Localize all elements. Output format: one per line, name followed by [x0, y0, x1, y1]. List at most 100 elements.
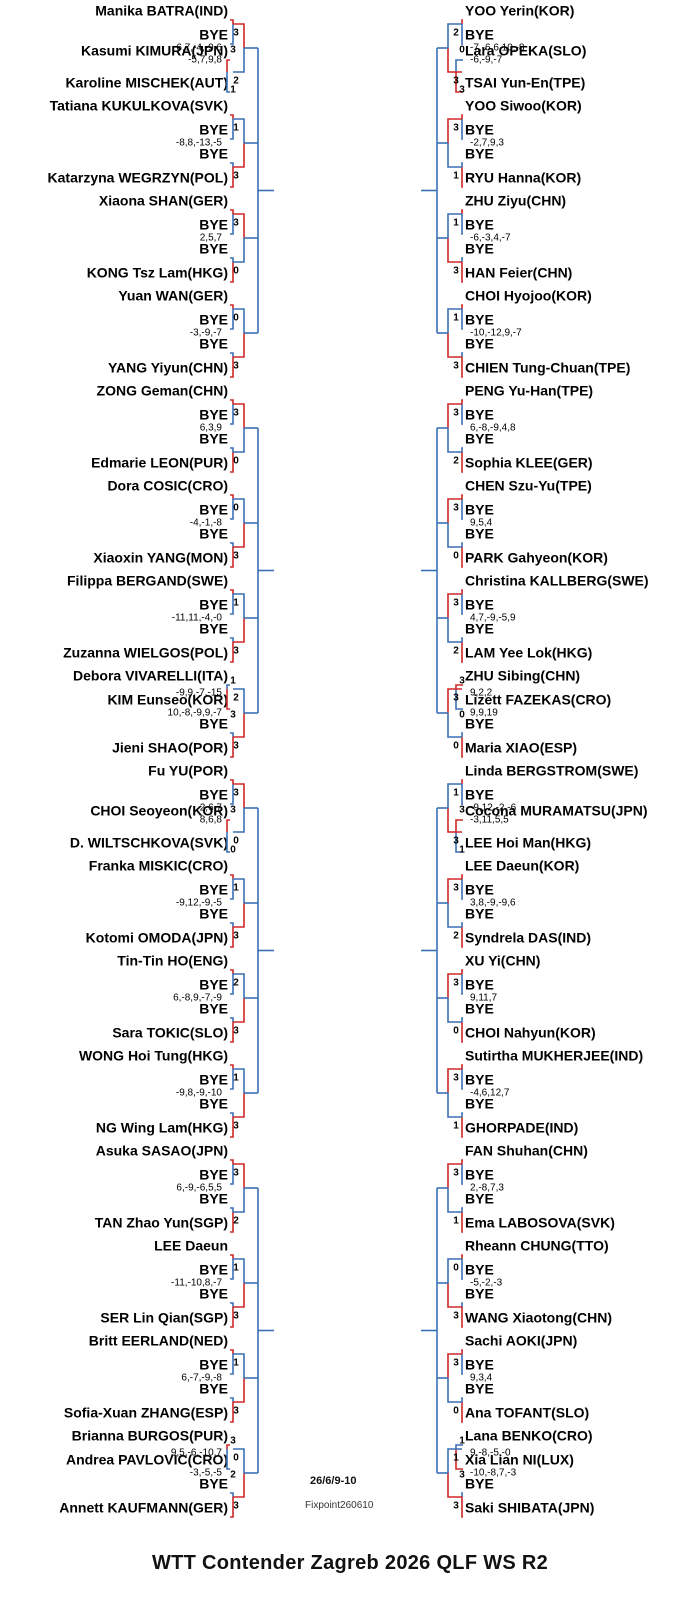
- bracket-line: [461, 257, 463, 262]
- player-name: KONG Tsz Lam(HKG): [87, 265, 228, 281]
- bracket-line: [230, 452, 234, 473]
- game-scores: -9,9,-7,-15: [176, 688, 223, 699]
- bracket-line: [461, 1307, 463, 1328]
- match-result: 3: [233, 931, 239, 942]
- bracket-line: [230, 1164, 234, 1185]
- bracket-line: [447, 238, 462, 263]
- match-result: 3: [453, 1501, 459, 1512]
- bracket-line: [461, 494, 463, 499]
- bracket-line: [461, 547, 463, 568]
- player-name: Edmarie LEON(PUR): [91, 455, 228, 471]
- player-name: D. WILTSCHKOVA(SVK): [70, 835, 228, 851]
- bracket-line: [226, 59, 230, 72]
- match-result: 2: [233, 76, 239, 87]
- player-name: Andrea PAVLOVIC(CRO): [66, 1452, 228, 1468]
- match-result: 3: [459, 1470, 465, 1481]
- game-scores: -7,-6,6,10,-8: [470, 43, 525, 54]
- match-result: 3: [453, 123, 459, 134]
- bracket-line: [461, 589, 463, 594]
- player-name: XU Yi(CHN): [465, 953, 540, 969]
- match-result: 3: [233, 171, 239, 182]
- game-scores: 4,7,-9,-5,9: [470, 613, 516, 624]
- match-result: 0: [453, 551, 459, 562]
- bye-label: BYE: [465, 146, 494, 162]
- match-result: 0: [233, 836, 239, 847]
- bracket-line: [447, 428, 462, 453]
- player-name: Linda BERGSTROM(SWE): [465, 763, 638, 779]
- bracket-line: [233, 403, 245, 428]
- bye-label: BYE: [199, 1167, 228, 1183]
- bye-label: BYE: [199, 122, 228, 138]
- player-name: Tin-Tin HO(ENG): [117, 953, 228, 969]
- player-name: Kasumi KIMURA(JPN): [81, 43, 228, 59]
- bracket-line: [447, 783, 462, 808]
- bracket-line: [461, 404, 463, 425]
- bracket-line: [233, 808, 245, 833]
- match-result: 3: [459, 676, 465, 687]
- player-name: Zuzanna WIELGOS(POL): [63, 645, 228, 661]
- bracket-line: [461, 1254, 463, 1259]
- bracket-line: [230, 637, 234, 642]
- match-result: 3: [230, 710, 236, 721]
- bracket-line: [461, 1064, 463, 1069]
- player-name: Lara OPEKA(SLO): [465, 43, 586, 59]
- bracket-line: [230, 642, 234, 663]
- bye-label: BYE: [199, 1191, 228, 1207]
- bye-label: BYE: [199, 1072, 228, 1088]
- bracket-line: [230, 1254, 234, 1259]
- player-name: HAN Feier(CHN): [465, 265, 572, 281]
- bracket-line: [233, 1188, 245, 1213]
- bracket-line: [447, 523, 462, 548]
- bracket-line: [461, 969, 463, 974]
- player-name: WONG Hoi Tung(HKG): [79, 1048, 228, 1064]
- bracket-line: [447, 1378, 462, 1403]
- bracket-line: [461, 452, 463, 473]
- match-result: 3: [233, 646, 239, 657]
- bracket-line: [461, 24, 463, 45]
- bye-label: BYE: [465, 336, 494, 352]
- bye-label: BYE: [199, 977, 228, 993]
- bracket-line: [233, 498, 245, 523]
- bracket-line: [447, 1163, 462, 1188]
- bracket-line: [461, 594, 463, 615]
- player-name: ZHU Sibing(CHN): [465, 668, 580, 684]
- match-result: 3: [233, 1501, 239, 1512]
- bye-label: BYE: [465, 787, 494, 803]
- bracket-line: [461, 732, 463, 737]
- bye-label: BYE: [199, 312, 228, 328]
- credit-label: Fixpoint260610: [305, 1500, 374, 1511]
- match-result: 1: [233, 883, 239, 894]
- bye-label: BYE: [199, 502, 228, 518]
- bracket-line: [233, 143, 245, 168]
- bracket-line: [447, 403, 462, 428]
- bye-label: BYE: [199, 621, 228, 637]
- bracket-line: [461, 974, 463, 995]
- match-result: 3: [453, 1311, 459, 1322]
- match-result: 3: [233, 741, 239, 752]
- bracket-line: [461, 357, 463, 378]
- bracket-line: [230, 1017, 234, 1022]
- player-name: Lana BENKO(CRO): [465, 1428, 593, 1444]
- match-result: 2: [230, 1470, 236, 1481]
- player-name: Xiaoxin YANG(MON): [93, 550, 228, 566]
- match-result: 2: [453, 646, 459, 657]
- bye-label: BYE: [465, 217, 494, 233]
- game-scores: -10,-12,9,-7: [470, 328, 522, 339]
- match-result: 3: [233, 551, 239, 562]
- bracket-line: [230, 1259, 234, 1280]
- bye-label: BYE: [465, 431, 494, 447]
- bye-label: BYE: [465, 1476, 494, 1492]
- bracket-line: [447, 618, 462, 643]
- bye-label: BYE: [199, 1381, 228, 1397]
- bracket-line: [461, 214, 463, 235]
- match-result: 3: [453, 76, 459, 87]
- player-name: Britt EERLAND(NED): [89, 1333, 228, 1349]
- bracket-line: [461, 1349, 463, 1354]
- player-name: Xia Lian NI(LUX): [465, 1452, 574, 1468]
- match-result: 0: [233, 503, 239, 514]
- match-result: 3: [230, 805, 236, 816]
- bracket-line: [230, 594, 234, 615]
- bracket-line: [230, 1349, 234, 1354]
- bracket-line: [233, 523, 245, 548]
